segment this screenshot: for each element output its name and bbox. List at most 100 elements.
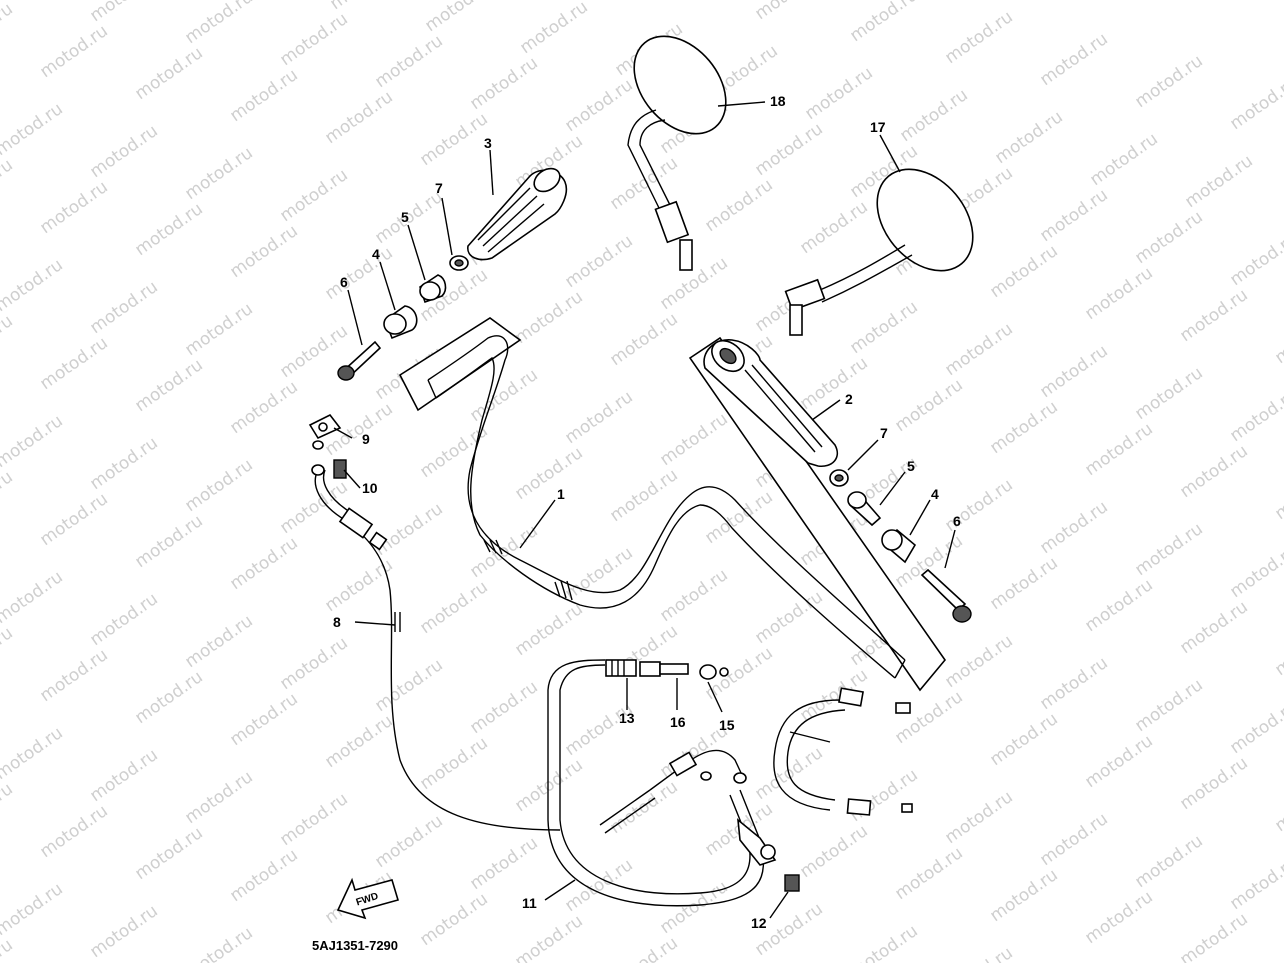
watermark-text: motod.ru xyxy=(1176,753,1251,814)
watermark-text: motod.ru xyxy=(36,801,111,862)
watermark-text: motod.ru xyxy=(1131,207,1206,268)
watermark-text: motod.ru xyxy=(1176,909,1251,963)
watermark-text: motod.ru xyxy=(516,0,591,58)
watermark-text: motod.ru xyxy=(1036,185,1111,246)
watermark-text: motod.ru xyxy=(561,855,636,916)
lever-clip-and-screw xyxy=(308,413,347,479)
watermark-text: motod.ru xyxy=(986,397,1061,458)
watermark-text: motod.ru xyxy=(1081,887,1156,948)
watermark-text: motod.ru xyxy=(511,911,586,963)
watermark-text: motod.ru xyxy=(131,511,206,572)
watermark-text: motod.ru xyxy=(416,733,491,794)
watermark-text: motod.ru xyxy=(416,421,491,482)
watermark-text: motod.ru xyxy=(276,477,351,538)
watermark-text: motod.ru xyxy=(371,187,446,248)
callout-4-right: 4 xyxy=(931,486,939,502)
watermark-text: motod.ru xyxy=(1036,653,1111,714)
watermark-text: motod.ru xyxy=(226,377,301,438)
watermark-text: motod.ru xyxy=(1271,463,1284,524)
watermark-text: motod.ru xyxy=(226,65,301,126)
watermark-text: motod.ru xyxy=(1176,441,1251,502)
watermark-text: motod.ru xyxy=(321,243,396,304)
watermark-text: motod.ru xyxy=(0,779,17,840)
watermark-text: motod.ru xyxy=(226,845,301,906)
watermark-text: motod.ru xyxy=(1176,597,1251,658)
left-mirror xyxy=(627,35,727,271)
watermark-text: motod.ru xyxy=(181,455,256,516)
watermark-text: motod.ru xyxy=(36,333,111,394)
watermark-text: motod.ru xyxy=(1081,419,1156,480)
watermark-text: motod.ru xyxy=(1226,385,1284,446)
watermark-text: motod.ru xyxy=(1036,809,1111,870)
watermark-text: motod.ru xyxy=(371,499,446,560)
callout-1: 1 xyxy=(557,486,565,502)
callout-3: 3 xyxy=(484,135,492,151)
watermark-text: motod.ru xyxy=(1131,51,1206,112)
watermark-text: motod.ru xyxy=(511,755,586,816)
callout-16: 17 xyxy=(870,119,886,135)
watermark-text: motod.ru xyxy=(1181,151,1256,212)
watermark-text: motod.ru xyxy=(416,889,491,950)
left-bar-end-parts xyxy=(337,255,469,381)
watermark-text: motod.ru xyxy=(466,833,541,894)
watermark-text: motod.ru xyxy=(0,467,17,528)
watermark-text: motod.ru xyxy=(986,865,1061,926)
watermark-text: motod.ru xyxy=(701,175,776,236)
watermark-text: motod.ru xyxy=(86,433,161,494)
watermark-text: motod.ru xyxy=(941,943,1016,963)
callout-11: 11 xyxy=(522,895,537,911)
watermark-text: motod.ru xyxy=(751,119,826,180)
adjuster-parts xyxy=(605,659,729,680)
watermark-text: motod.ru xyxy=(1081,263,1156,324)
watermark-text: motod.ru xyxy=(181,143,256,204)
watermark-text: motod.ru xyxy=(796,197,871,258)
watermark-text: motod.ru xyxy=(561,75,636,136)
watermark-text: motod.ru xyxy=(0,255,67,316)
watermark-text: motod.ru xyxy=(0,623,17,684)
watermark-text: motod.ru xyxy=(846,0,921,46)
watermark-text: motod.ru xyxy=(226,533,301,594)
watermark-text: motod.ru xyxy=(466,677,541,738)
watermark-text: motod.ru xyxy=(131,199,206,260)
watermark-text: motod.ru xyxy=(226,221,301,282)
watermark-text: motod.ru xyxy=(1036,497,1111,558)
watermark-text: motod.ru xyxy=(606,777,681,838)
watermark-text: motod.ru xyxy=(606,933,681,963)
watermark-text: motod.ru xyxy=(986,709,1061,770)
watermark-text: motod.ru xyxy=(1131,519,1206,580)
watermark-text: motod.ru xyxy=(1271,307,1284,368)
watermark-text: motod.ru xyxy=(656,409,731,470)
watermark-text: motod.ru xyxy=(606,309,681,370)
watermark-text: motod.ru xyxy=(941,319,1016,380)
callout-4-left: 4 xyxy=(372,246,380,262)
callout-10: 10 xyxy=(362,480,378,496)
callout-13: 13 xyxy=(619,710,635,726)
watermark-text: motod.ru xyxy=(371,811,446,872)
watermark-text: motod.ru xyxy=(276,165,351,226)
watermark-text: motod.ru xyxy=(656,565,731,626)
watermark-text: motod.ru xyxy=(0,723,67,784)
callout-6-right: 6 xyxy=(953,513,961,529)
leader-lines xyxy=(333,101,956,919)
watermark-text: motod.ru xyxy=(1086,129,1161,190)
watermark-text: motod.ru xyxy=(896,85,971,146)
watermark-text: motod.ru xyxy=(511,443,586,504)
watermark-text: motod.ru xyxy=(656,0,731,2)
callout-7-left: 7 xyxy=(435,180,443,196)
watermark-text: motod.ru xyxy=(0,0,17,60)
watermark-text: motod.ru xyxy=(1226,73,1284,134)
watermark-text: motod.ru xyxy=(1036,341,1111,402)
watermark-text: motod.ru xyxy=(181,0,256,48)
watermark-text: motod.ru xyxy=(891,375,966,436)
watermark-text: motod.ru xyxy=(276,633,351,694)
watermark-text: motod.ru xyxy=(846,921,921,963)
right-mirror xyxy=(784,168,974,336)
watermark-text: motod.ru xyxy=(0,935,17,963)
watermark-text: motod.ru xyxy=(1226,541,1284,602)
watermark-text: motod.ru xyxy=(991,107,1066,168)
callout-12: 12 xyxy=(751,915,767,931)
watermark-text: motod.ru xyxy=(986,241,1061,302)
watermark-text: motod.ru xyxy=(1271,931,1284,963)
watermark-text: motod.ru xyxy=(276,789,351,850)
